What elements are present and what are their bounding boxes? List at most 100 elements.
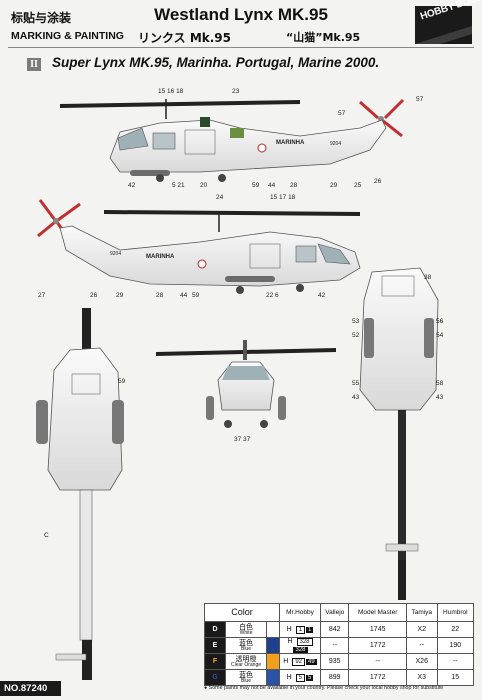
callout: 37 37 [234,436,251,443]
fuselage [359,267,439,411]
color-name-en: Blue [240,677,251,684]
callout: 26 [374,178,382,185]
tamiya-cell: X26 [405,653,438,670]
header-title-cn: 标贴与涂装 [11,11,72,25]
torpedo [130,170,170,176]
mrhobby-code-b: 328 [293,647,308,653]
header-tamiya: Tamiya [405,603,438,622]
callout: 29 [330,182,338,189]
color-swatch [266,653,280,670]
color-name-cn: 蓝色 [239,670,253,679]
header-title-jp: リンクス Mk.95 [138,31,231,45]
humbrol-cell: 190 [436,637,475,654]
callout: 54 [436,332,444,339]
color-name-en: White [239,629,253,636]
color-name-cn: 蓝色 [239,638,253,647]
callout: 28 [290,182,298,189]
torpedo-left [364,318,374,358]
callout: 20 [200,182,208,189]
main-rotor-blade [104,210,360,216]
mrhobby-code-b: 1 [306,626,314,633]
callout: 44 [268,182,276,189]
callout: 57 [338,110,346,117]
callout: 43 [436,394,444,401]
color-code-cell: E [204,637,226,654]
logo-stripe-icon [415,26,472,44]
color-name-en: Clear Orange [230,661,261,668]
color-name-en: Blue [240,645,251,652]
torpedo [225,276,275,282]
fuselage [59,225,361,287]
vallejo-cell: -- [319,637,350,654]
model-master-cell: 1745 [348,621,407,638]
callout: 55 [352,380,360,387]
side-view-left: MARINHA 9204 [60,98,405,182]
callout: 28 [156,292,164,299]
header-mrhobby: Mr.Hobby [279,603,321,622]
table-header-row: Color Mr.Hobby Vallejo Model Master Tami… [204,603,475,622]
color-code-cell: F [204,653,226,670]
humbrol-cell: -- [436,653,475,670]
callout: 57 [416,96,424,103]
front-view [156,340,336,428]
callout: 44 [180,292,188,299]
mrhobby-cell: H 328328 [279,637,321,654]
color-code: G [212,674,218,681]
header-humbrol: Humbrol [436,603,475,622]
page-title: Westland Lynx MK.95 [154,5,328,24]
torpedo-right [112,400,124,444]
torpedo-right [424,318,434,358]
color-code-cell: G [204,669,226,686]
color-swatch [266,621,280,638]
color-code: F [212,658,218,665]
callout: 53 [352,318,360,325]
callout: 56 [436,318,444,325]
color-name-cn: 透明橙 [235,654,257,663]
mrhobby-prefix: H [286,673,292,681]
paint-color-table: Color Mr.Hobby Vallejo Model Master Tami… [204,603,475,686]
vallejo-cell: 842 [319,621,350,638]
header-divider [8,47,474,48]
step-number-badge: II [27,58,41,71]
callout: 52 [352,332,360,339]
callout: 59 [192,292,200,299]
callout: 26 [90,292,98,299]
mrhobby-prefix: H [287,638,293,645]
serial-marking: 9204 [330,141,341,147]
callout: 42 [128,182,136,189]
color-code: D [212,626,218,633]
torpedo-left [36,400,48,444]
callout: 38 [424,274,432,281]
color-name-cn: 白色 [239,622,253,631]
kit-number: NO.87240 [0,681,61,696]
callout: C [44,532,49,539]
header-title-en: MARKING & PAINTING [11,30,124,42]
color-code: E [212,642,218,649]
side-view-right: MARINHA 9204 [37,199,361,294]
header-vallejo: Vallejo [319,603,350,622]
mrhobby-code-b: 5 [306,674,314,681]
callout: 5 21 [172,182,185,189]
top-view [36,308,124,680]
mrhobby-code-a: 1 [295,625,305,634]
color-code-cell: D [204,621,226,638]
mrhobby-code-a: 92 [292,657,305,666]
tamiya-cell: X3 [405,669,438,686]
brand-logo: HOBBY BOSS [415,0,482,44]
vallejo-cell: 899 [319,669,350,686]
callout: 23 [232,88,240,95]
tamiya-cell: -- [405,637,438,654]
header-color: Color [204,603,280,622]
callout: 15 17 18 [270,194,296,201]
